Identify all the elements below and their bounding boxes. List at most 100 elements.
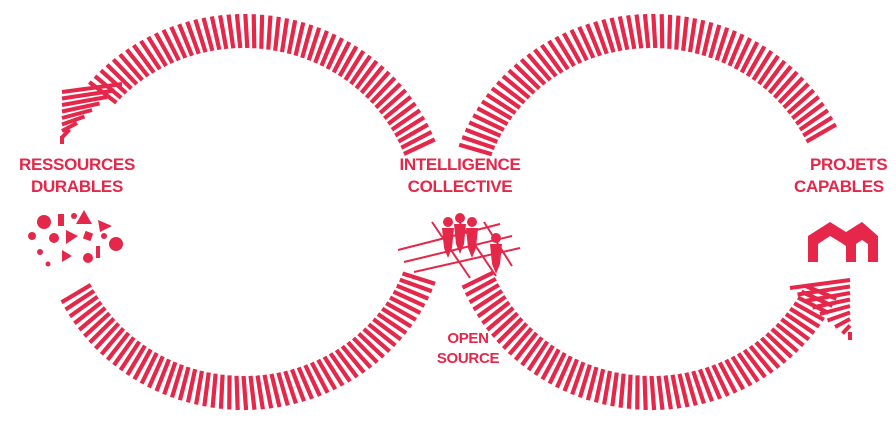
loop-stripe xyxy=(772,70,799,99)
loop-stripe xyxy=(793,301,825,322)
loop-stripe xyxy=(708,24,722,59)
loop-stripe xyxy=(303,364,322,397)
loop-stripe xyxy=(577,26,596,59)
loop-stripe xyxy=(346,340,373,370)
loop-stripe xyxy=(555,355,573,389)
loop-stripe xyxy=(83,311,111,338)
loop-stripe xyxy=(146,35,168,68)
arrow-stripe xyxy=(61,95,108,107)
loop-stripe xyxy=(209,15,222,51)
loop-stripe xyxy=(364,70,391,99)
loop-stripe xyxy=(481,300,511,325)
loop-stripe xyxy=(132,348,153,381)
loop-stripe xyxy=(721,30,737,64)
person-body xyxy=(466,228,478,258)
loop-stripe xyxy=(659,14,665,49)
dot-shape xyxy=(49,233,59,243)
arrow-stripe xyxy=(841,324,852,335)
loop-stripe xyxy=(461,270,495,290)
loop-stripe xyxy=(717,361,738,394)
loop-stripe xyxy=(476,294,507,319)
loop-stripe xyxy=(251,14,257,49)
loop-stripe xyxy=(794,101,825,126)
loop-stripe xyxy=(383,95,413,120)
loop-stripe xyxy=(651,13,658,49)
loop-stripe xyxy=(765,332,793,359)
loop-stripe xyxy=(147,355,165,389)
loop-stripe xyxy=(177,23,194,57)
loop-stripe xyxy=(733,37,752,70)
loop-stripe xyxy=(663,375,673,410)
arrow-stripe xyxy=(61,114,86,127)
loop-stripe xyxy=(585,23,602,57)
loop-stripe xyxy=(313,30,329,64)
loop-stripe xyxy=(118,53,144,82)
loop-stripe xyxy=(626,14,637,50)
loop-stripe xyxy=(491,311,519,338)
loop-stripe xyxy=(395,283,430,301)
loop-stripe xyxy=(218,374,225,409)
loop-stripe xyxy=(496,80,526,105)
loop-stripe xyxy=(185,368,198,403)
loop-stripe xyxy=(547,352,567,385)
triangle-shape xyxy=(66,230,78,244)
loop-stripe xyxy=(570,361,586,396)
loop-stripe xyxy=(789,306,821,329)
label-line: SOURCE xyxy=(436,350,500,367)
loop-stripe xyxy=(742,348,767,379)
loop-stripe xyxy=(248,375,257,410)
loop-stripe xyxy=(585,366,599,401)
loop-stripe xyxy=(290,368,307,403)
loop-stripe xyxy=(694,19,706,55)
loop-stripe xyxy=(276,372,290,407)
loop-stripe xyxy=(401,271,436,286)
loop-stripe xyxy=(609,17,623,52)
loop-stripe xyxy=(468,120,502,138)
loop-stripe xyxy=(642,13,651,49)
loop-stripe xyxy=(316,358,338,391)
label-line: PROJETS xyxy=(810,155,888,174)
loop-stripe xyxy=(68,294,99,319)
loop-stripe xyxy=(562,358,579,392)
loop-stripe xyxy=(593,21,609,55)
loop-stripe xyxy=(273,16,281,51)
bar-shape xyxy=(58,214,64,226)
person-body xyxy=(454,224,466,254)
loop-stripe xyxy=(139,39,162,71)
loop-stripe xyxy=(569,28,589,62)
label-line: RESSOURCES xyxy=(18,155,136,174)
loop-stripe xyxy=(154,358,171,392)
loop-stripe xyxy=(381,306,413,329)
arrow-stripe xyxy=(812,297,851,310)
loop-stripe xyxy=(786,88,816,115)
loop-stripe xyxy=(610,372,619,407)
loop-stripe xyxy=(701,21,714,57)
loop-stripe xyxy=(394,115,426,138)
loop-stripe xyxy=(262,374,274,409)
loop-stripe xyxy=(369,76,397,104)
loop-stripe xyxy=(711,364,730,397)
loop-stripe xyxy=(403,137,436,156)
loop-stripe xyxy=(704,366,722,400)
loop-stripe xyxy=(507,326,534,356)
loop-stripe xyxy=(687,18,698,53)
label-line: INTELLIGENCE xyxy=(399,155,521,174)
arrow-stripe xyxy=(797,284,851,297)
loop-stripe xyxy=(526,340,550,372)
house-arch-icon xyxy=(808,222,878,262)
arrow-stripe xyxy=(819,304,851,316)
loop-stripe xyxy=(331,41,352,74)
loop-stripe xyxy=(485,93,517,115)
loop-stripe xyxy=(328,352,352,383)
loop-stripe xyxy=(626,374,633,409)
label-ressources-durables: RESSOURCES DURABLES xyxy=(4,154,150,198)
loop-stripe xyxy=(656,375,665,410)
loop-stripe xyxy=(322,355,345,387)
loop-stripe xyxy=(202,372,211,407)
loop-stripe xyxy=(359,65,385,95)
loop-stripe xyxy=(99,326,126,356)
loop-stripe xyxy=(372,317,403,342)
loop-stripe xyxy=(547,39,570,71)
loop-stripe xyxy=(88,316,116,345)
loop-stripe xyxy=(714,27,730,61)
